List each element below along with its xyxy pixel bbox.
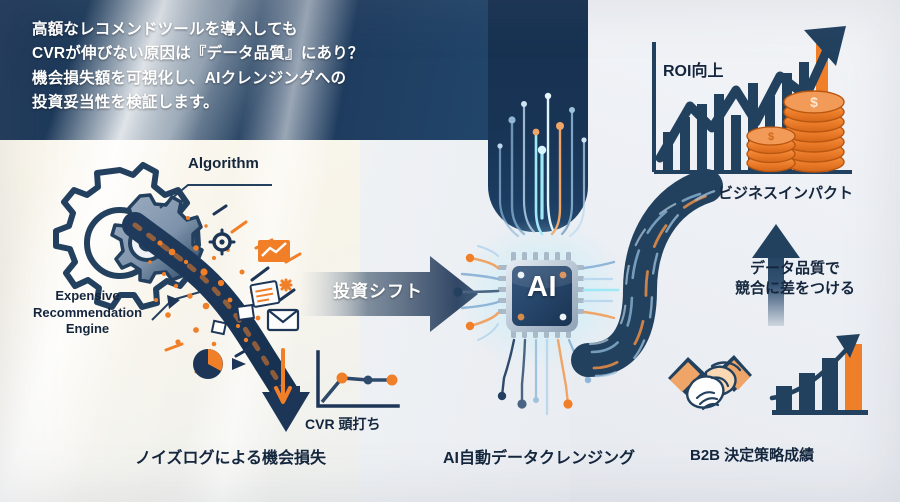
triangle-marks xyxy=(167,295,246,370)
cvr-chart xyxy=(316,350,400,408)
expensive-engine-label: Expensive Recommendation Engine xyxy=(32,288,143,337)
cpu-chip-icon xyxy=(506,260,578,332)
ai-cleansing-caption: AI自動データクレンジング xyxy=(443,450,636,467)
circuit-nodes-top xyxy=(497,92,587,155)
background-right-panel xyxy=(570,0,900,502)
spark-icon xyxy=(279,278,293,292)
headline-text: 高額なレコメンドツールを導入しても CVRが伸びない原因は『データ品質』にあり？… xyxy=(32,21,364,112)
circuit-traces-bottom xyxy=(497,338,592,416)
algorithm-label: Algorithm xyxy=(188,155,259,172)
noise-particles xyxy=(148,216,261,347)
up-arrow-icon xyxy=(752,224,800,326)
data-stream-scurve xyxy=(571,169,723,378)
roi-improvement-label: ROI向上 xyxy=(663,63,724,80)
svg-text:$: $ xyxy=(810,94,818,110)
document-icon xyxy=(249,280,281,308)
coin-stack-icon: $ $ xyxy=(746,90,845,173)
business-impact-label: ビジネスインパクト xyxy=(718,185,854,202)
data-quality-label: データ品質で 競合に差をつける xyxy=(734,260,855,298)
circuit-traces-right xyxy=(582,260,620,320)
b2b-chart xyxy=(769,334,868,415)
handshake-icon xyxy=(668,355,752,411)
b2b-caption: B2B 決定策略成績 xyxy=(690,447,815,464)
square-marks xyxy=(210,303,256,336)
investment-shift-label: 投資シフト xyxy=(333,282,423,301)
right-arrow-icon xyxy=(300,256,478,332)
noise-data-stream xyxy=(122,212,310,432)
circuit-traces-left xyxy=(453,245,500,341)
ai-chip-label: AI xyxy=(527,271,557,303)
chart-icon xyxy=(258,240,290,262)
noise-loss-caption: ノイズログによる機会損失 xyxy=(135,450,327,467)
pie-chart-icon xyxy=(193,349,223,379)
svg-text:$: $ xyxy=(768,131,774,143)
noise-dashes-navy xyxy=(212,204,296,358)
envelope-icon xyxy=(266,308,300,332)
cvr-plateau-label: CVR 頭打ち xyxy=(305,416,381,432)
algorithm-leader-line xyxy=(159,184,272,209)
small-gear-icon xyxy=(208,228,236,256)
